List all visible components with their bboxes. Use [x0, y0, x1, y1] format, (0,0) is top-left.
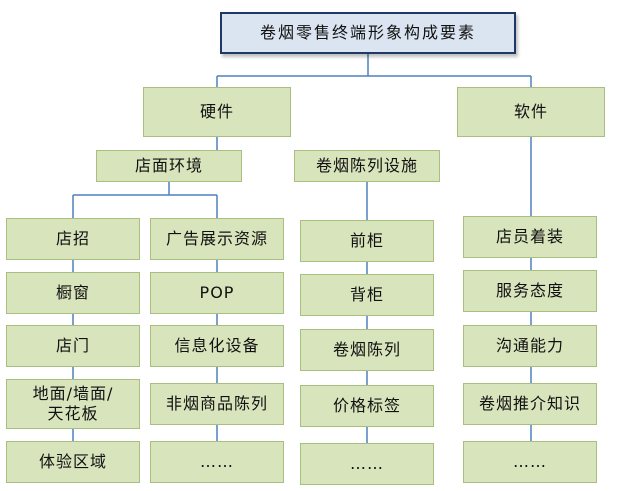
floor-wall-ceiling-node: 地面/墙面/ 天花板 [6, 379, 140, 429]
cigarette-knowledge-node: 卷烟推介知识 [463, 383, 597, 425]
pop-node: POP [150, 272, 284, 314]
service-attitude-node: 服务态度 [463, 270, 597, 312]
ad-more-node: …… [150, 441, 284, 483]
store-environment-node: 店面环境 [96, 150, 242, 182]
back-counter-node: 背柜 [300, 274, 434, 316]
staff-dress-node: 店员着装 [463, 216, 597, 258]
ad-display-resources-node: 广告展示资源 [150, 218, 284, 260]
shop-window-node: 橱窗 [6, 272, 140, 314]
display-facilities-node: 卷烟陈列设施 [294, 150, 440, 182]
non-tobacco-display-node: 非烟商品陈列 [150, 383, 284, 425]
info-equipment-node: 信息化设备 [150, 325, 284, 367]
software-node: 软件 [457, 87, 605, 137]
front-counter-node: 前柜 [300, 220, 434, 262]
price-tag-node: 价格标签 [300, 385, 434, 427]
store-door-node: 店门 [6, 325, 140, 367]
communication-node: 沟通能力 [463, 325, 597, 367]
hardware-node: 硬件 [143, 87, 291, 137]
cigarette-display-node: 卷烟陈列 [300, 329, 434, 371]
root-node: 卷烟零售终端形象构成要素 [220, 12, 516, 54]
facilities-more-node: …… [300, 443, 434, 485]
store-sign-node: 店招 [6, 218, 140, 260]
experience-area-node: 体验区域 [6, 441, 140, 483]
software-more-node: …… [463, 441, 597, 483]
